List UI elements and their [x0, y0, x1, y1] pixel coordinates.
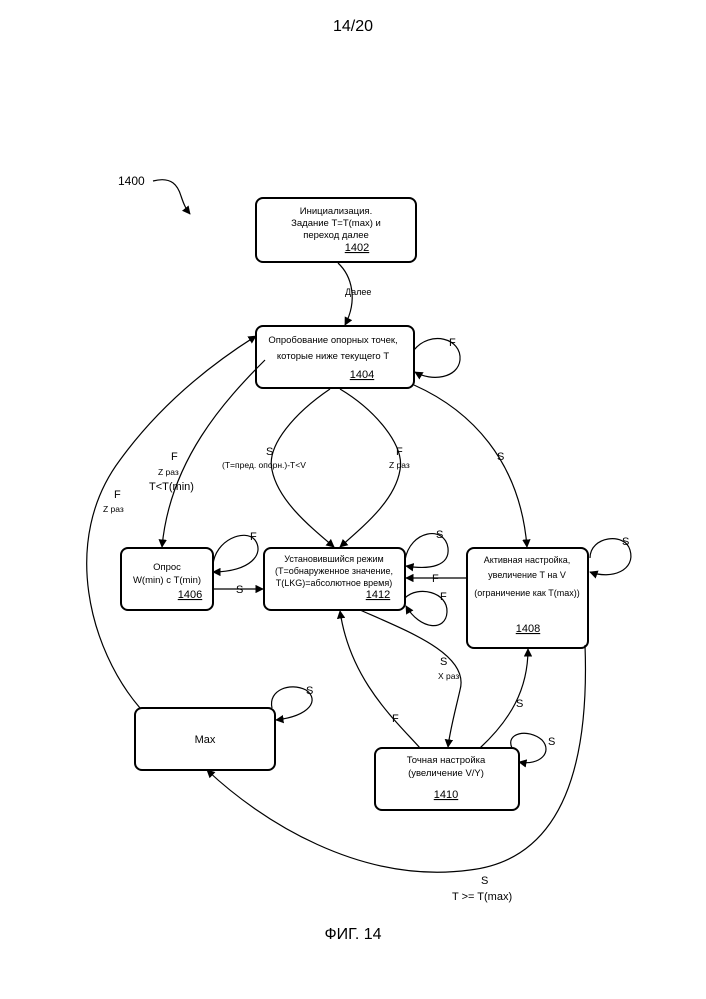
state-1402-line2: Задание T=T(max) и	[291, 218, 381, 229]
edge-1404-1412-s-label: S	[266, 446, 273, 458]
state-1404-line2: которые ниже текущего T	[277, 351, 389, 362]
edge-1402-1404-label: Далее	[345, 287, 371, 297]
state-1410-id: 1410	[434, 789, 458, 801]
edge-1412-loop-f-label: F	[440, 591, 447, 603]
edge-1404-loop-label: F	[449, 337, 456, 349]
state-1410: Точная настройка (увеличение V/Y) 1410	[375, 748, 519, 810]
state-1402-id: 1402	[345, 242, 369, 254]
edge-1404-1406-cond2: T<T(min)	[149, 481, 194, 493]
edge-max-1404-label: F	[114, 489, 121, 501]
state-1408-line1: Активная настройка,	[484, 555, 571, 565]
edge-max-1404-cond: Z раз	[103, 504, 124, 514]
state-1404-id: 1404	[350, 369, 374, 381]
state-1406-line1: Опрос	[153, 562, 181, 573]
edge-1406-1412-label: S	[236, 584, 243, 596]
state-1402-line1: Инициализация.	[300, 206, 372, 217]
edge-1410-1408-label: S	[516, 698, 523, 710]
edge-1404-1408	[414, 385, 527, 547]
edge-1412-1410-cond: X раз	[438, 671, 459, 681]
state-1406-id: 1406	[178, 589, 202, 601]
edge-1406-loop-label: F	[250, 531, 257, 543]
edge-1408-1412-label: F	[432, 573, 439, 585]
edge-1408-loop-label: S	[622, 536, 629, 548]
edge-1404-1406-cond1: Z раз	[158, 467, 179, 477]
state-1412-line3: T(LKG)=абсолютное время)	[276, 578, 392, 588]
edge-1410-loop-label: S	[548, 736, 555, 748]
figure-caption: ФИГ. 14	[0, 926, 706, 944]
state-1412-line1: Установившийся режим	[284, 554, 384, 564]
state-1406: Опрос W(min) с T(min) 1406	[121, 548, 213, 610]
edge-1404-1412-s-cond: (T=пред. опорн.)-T<V	[222, 460, 306, 470]
edge-max-loop-label: S	[306, 685, 313, 697]
state-1402-line3: переход далее	[303, 230, 369, 241]
edge-1404-1412-f-label: F	[396, 446, 403, 458]
state-1402: Инициализация. Задание T=T(max) и перехо…	[256, 198, 416, 262]
edge-max-1404	[87, 336, 256, 708]
state-1404: Опробование опорных точек, которые ниже …	[256, 326, 414, 388]
edge-1404-1412-f-cond: Z раз	[389, 460, 410, 470]
state-1412-line2: (T=обнаруженное значение,	[275, 566, 393, 576]
edge-1404-1406-label: F	[171, 451, 178, 463]
state-max-label: Max	[195, 734, 216, 746]
edge-1404-1408-label: S	[497, 451, 504, 463]
state-1412-id: 1412	[366, 589, 390, 601]
edge-1408-max-cond: T >= T(max)	[452, 891, 512, 903]
edge-1412-1410-label: S	[440, 656, 447, 668]
edge-1408-max-label: S	[481, 875, 488, 887]
state-1408-line2: увеличение T на V	[488, 570, 566, 580]
state-1412: Установившийся режим (T=обнаруженное зна…	[264, 548, 405, 610]
diagram-ref-label: 1400	[118, 174, 145, 188]
state-1410-line1: Точная настройка	[407, 755, 486, 766]
state-1406-line2: W(min) с T(min)	[133, 575, 201, 586]
state-1408-line3: (ограничение как T(max))	[474, 588, 580, 598]
edge-1412-loop-s-label: S	[436, 529, 443, 541]
state-1410-line2: (увеличение V/Y)	[408, 768, 484, 779]
edge-1410-1412-label: F	[392, 713, 399, 725]
state-max: Max	[135, 708, 275, 770]
diagram-ref-arrow	[153, 180, 190, 214]
state-1408-id: 1408	[516, 623, 540, 635]
state-1404-line1: Опробование опорных точек,	[268, 335, 397, 346]
state-1408: Активная настройка, увеличение T на V (о…	[467, 548, 588, 648]
